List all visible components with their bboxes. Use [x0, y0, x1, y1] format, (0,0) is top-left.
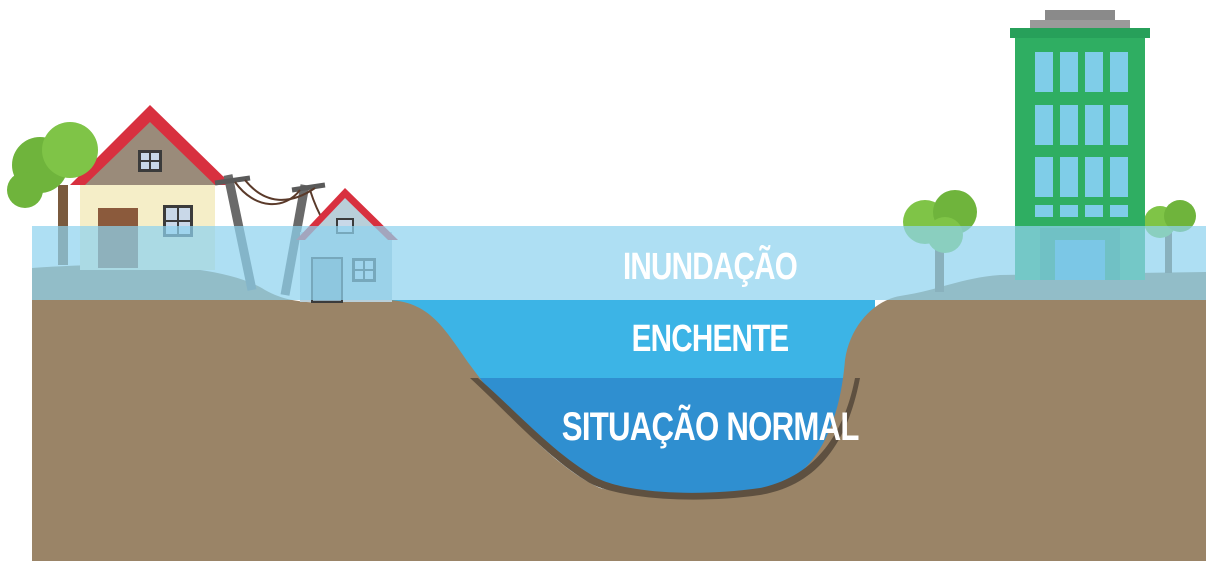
ground [32, 264, 1206, 561]
normal-level-label: SITUAÇÃO NORMAL [561, 405, 860, 449]
tree-icon [7, 122, 98, 265]
water-normal-level [470, 378, 860, 500]
flood-level-label: INUNDAÇÃO [622, 246, 798, 288]
water-flood-level [32, 226, 1206, 300]
overflow-level-label: ENCHENTE [631, 318, 790, 360]
